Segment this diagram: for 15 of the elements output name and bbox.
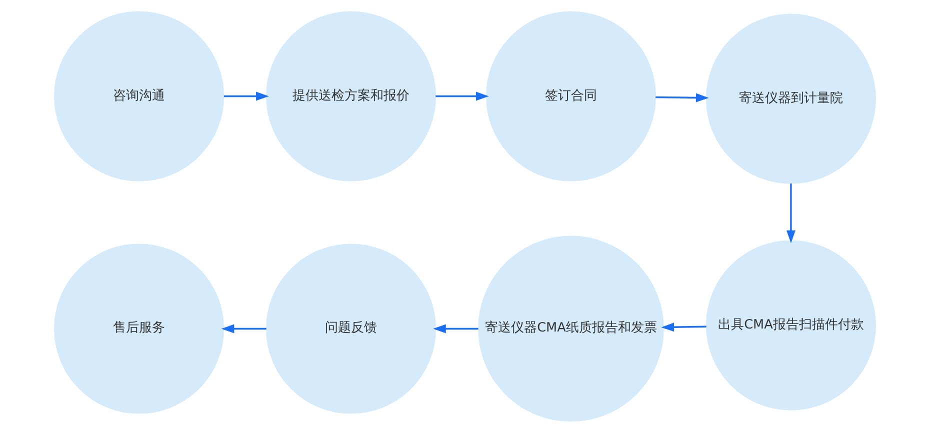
arrow bbox=[436, 92, 489, 101]
arrow bbox=[221, 324, 266, 334]
node-circle: 寄送仪器到计量院 bbox=[706, 14, 876, 184]
node-circle: 签订合同 bbox=[486, 11, 656, 182]
node-circle: 咨询沟通 bbox=[54, 11, 224, 182]
arrow bbox=[661, 322, 706, 332]
arrow bbox=[786, 184, 796, 244]
node-circle: 提供送检方案和报价 bbox=[266, 11, 436, 182]
node-circle: 出具CMA报告扫描件付款 bbox=[706, 240, 876, 410]
node-circle: 寄送仪器CMA纸质报告和发票 bbox=[478, 236, 664, 422]
node-circle: 售后服务 bbox=[54, 244, 224, 414]
arrow bbox=[433, 324, 478, 334]
arrow bbox=[656, 93, 709, 102]
node-circle: 问题反馈 bbox=[266, 244, 436, 414]
arrow bbox=[224, 92, 269, 101]
